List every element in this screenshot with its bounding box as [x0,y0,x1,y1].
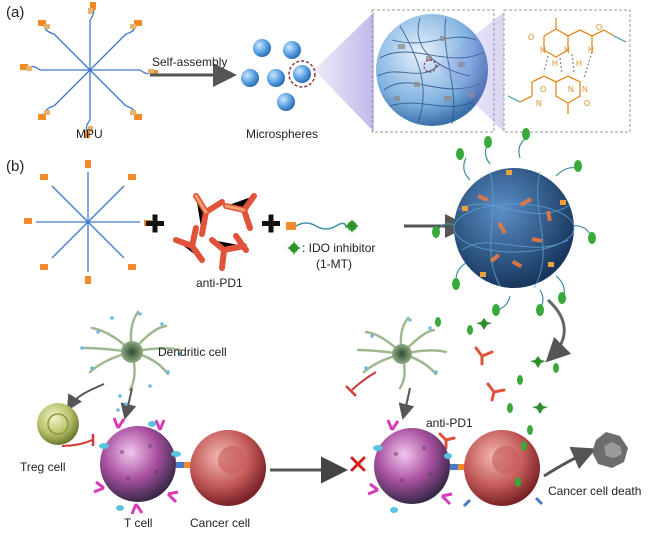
antigen-dots [116,394,128,412]
atom-o: O [540,85,546,94]
microspheres-icon [241,39,316,111]
quadruple-hydrogen-bond-structure [507,18,627,114]
receptor-icons [93,417,181,515]
atom-o: O [584,99,590,108]
cancer-cell-icon [190,430,266,506]
ido-inhibitor-label: : IDO inhibitor [302,241,376,255]
atom-n: N [540,46,546,55]
plus-icon [262,214,280,233]
death-arrow [543,446,597,478]
atom-n: N [564,46,570,55]
pd1-blocked-binding-icon [450,464,466,470]
t-cell-label: T cell [124,516,153,530]
antibody-label: anti-PD1 [196,276,243,290]
microspheres-label: Microspheres [246,127,319,141]
dc-to-tcell-arrow-right [398,387,415,420]
atom-h: H [576,59,582,68]
atom-o: O [528,33,534,42]
self-assembly-label: Self-assembly [152,55,228,69]
mpu-star-icon [20,2,158,138]
anti-pd1-right-label: anti-PD1 [426,416,473,430]
dendritic-cell-icon [80,310,182,392]
ido-inhibitor-legend-icon [287,241,301,255]
dc-blocked-treg-bar [345,385,357,397]
plus-icon [146,214,164,233]
antibody-cluster-icon [173,193,257,271]
atom-n: N [568,85,574,94]
cancer-cell-death-label: Cancer cell death [548,484,642,498]
treg-cell-icon [37,403,79,445]
molecule-atom-labels: N N N H H O O O N N N O [528,23,602,108]
pd1-pdl1-binding-icon [176,462,192,468]
panel-a-tag: (a) [6,4,25,21]
atom-n: N [536,99,542,108]
atom-n: N [588,46,594,55]
dc-blocked-treg-line [351,371,377,391]
cancer-cell-icon [462,430,544,508]
dc-to-treg-arrow [66,383,105,412]
atom-n: N [582,85,588,94]
dendritic-cell-label: Dendritic cell [158,345,227,359]
panel-b-tag: (b) [6,158,25,175]
ido-inhibitor-abbrev: (1-MT) [316,257,352,271]
treg-inhibit-line [61,439,93,447]
atom-h: H [552,59,558,68]
dc-to-tcell-arrow [120,387,137,420]
treg-cell-label: Treg cell [20,460,66,474]
antibody-small-icon [438,432,456,450]
zoom-beam [314,12,374,132]
blocked-x-icon [350,456,366,472]
t-cell-icon [93,417,181,515]
large-microsphere-icon [376,14,488,126]
drug-loaded-microsphere-icon [432,128,596,316]
zoom-box-molecule [503,9,631,133]
mpu-star-icon [24,160,152,284]
cancer-cell-label: Cancer cell [190,516,251,530]
t-cell-icon [367,419,453,513]
dead-cancer-cell-icon [592,432,628,468]
released-drugs-icon [435,317,559,435]
zoom-beam-2 [436,12,504,132]
dendritic-cell-icon [356,316,448,390]
atom-o: O [596,23,602,32]
release-arrow [545,298,572,363]
mpu-label: MPU [76,127,103,141]
ido-inhibitor-conjugate-icon [286,219,359,233]
